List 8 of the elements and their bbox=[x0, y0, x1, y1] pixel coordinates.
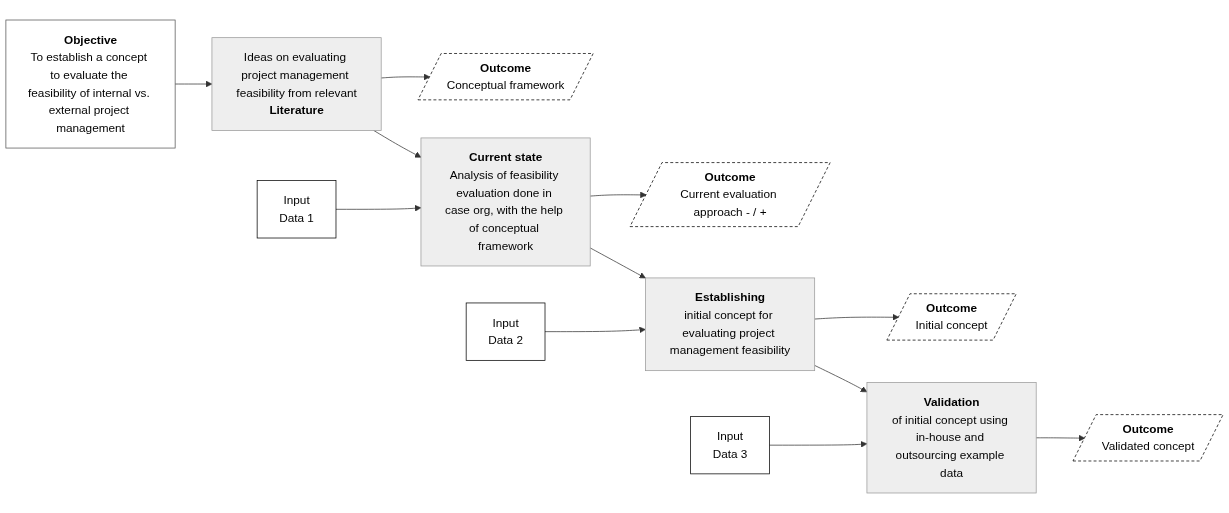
node-box: Validation of initial concept using in-house and outsourcing example data bbox=[866, 382, 1037, 494]
node-box: Input Data 1 bbox=[256, 180, 337, 239]
node-box: Input Data 3 bbox=[690, 416, 770, 475]
node-box: Establishing initial concept for evaluating project management feasibility bbox=[645, 277, 816, 371]
node-box: Ideas on evaluating project management feasibility from relevant Literature bbox=[211, 37, 382, 131]
node-box: Current state Analysis of feasibility evaluation done in case org, with the help of conceptual framework bbox=[420, 137, 591, 267]
node-box: Input Data 2 bbox=[465, 302, 546, 361]
node-box: Objective To establish a concept to evaluate the feasibility of internal vs. external project management bbox=[5, 19, 176, 149]
